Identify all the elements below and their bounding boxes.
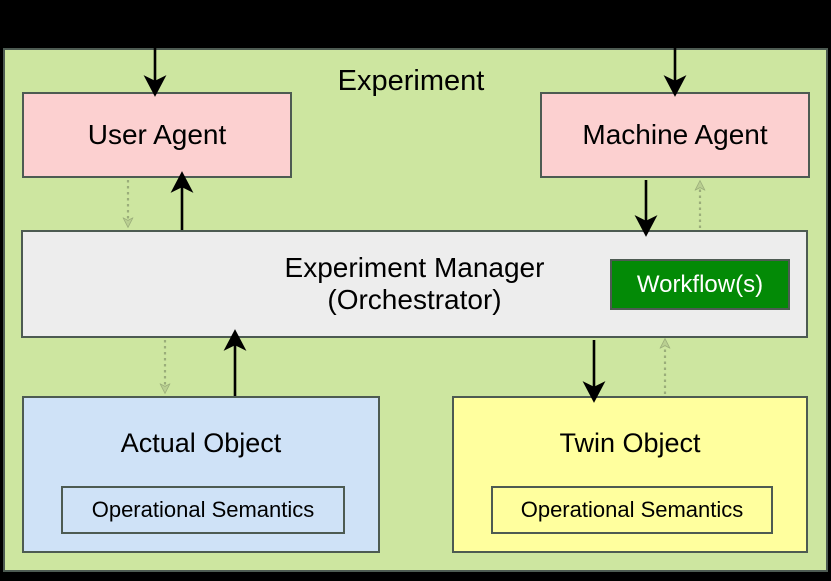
node-machine-agent[interactable]: Machine Agent (540, 92, 810, 178)
node-twin-object[interactable]: Twin Object Operational Semantics (452, 396, 808, 553)
actual-object-title: Actual Object (120, 428, 282, 458)
node-experiment-manager[interactable]: Experiment Manager (Orchestrator) (21, 230, 808, 338)
node-workflows[interactable]: Workflow(s) (610, 259, 790, 310)
node-actual-object[interactable]: Actual Object Operational Semantics (22, 396, 380, 553)
page-title: Experiment (337, 64, 485, 97)
actual-object-operational-semantics[interactable]: Operational Semantics (61, 486, 345, 534)
node-user-agent[interactable]: User Agent (22, 92, 292, 178)
twin-object-operational-semantics[interactable]: Operational Semantics (491, 486, 773, 534)
experiment-manager-title: Experiment Manager (284, 251, 545, 283)
experiment-manager-subtitle: (Orchestrator) (327, 284, 502, 315)
twin-object-title: Twin Object (559, 428, 701, 458)
